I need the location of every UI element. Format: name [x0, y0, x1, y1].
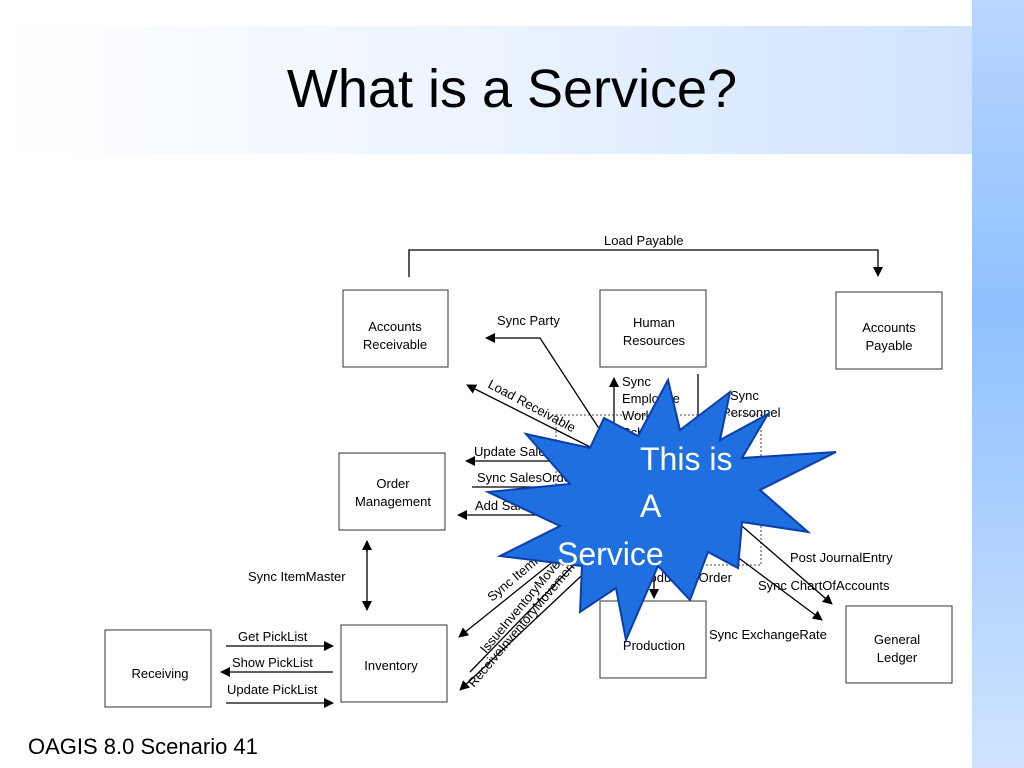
receive-inventory-flow: ReceiveInventoryMovement: [459, 557, 597, 691]
accounts-receivable-line1: Accounts: [368, 319, 422, 334]
box-human-resources: Human Resources: [599, 289, 707, 368]
starburst-shape: [484, 377, 837, 644]
post-journal-label: Post JournalEntry: [790, 550, 893, 565]
load-receivable-label: Load Receivable: [486, 376, 579, 435]
sync-exchange-label: Sync ExchangeRate: [709, 627, 827, 642]
callout-line1: This is: [640, 441, 732, 477]
sync-salesorder-label: Sync SalesOrder: [477, 470, 576, 485]
general-ledger-line1: General: [874, 632, 920, 647]
sync-chart-flow: Sync ChartOfAccounts: [727, 549, 890, 621]
sync-exchange-flow: Sync ExchangeRate: [709, 627, 827, 642]
box-general-ledger: General Ledger: [845, 605, 953, 684]
service-callout-starburst: This is A Service: [484, 377, 837, 644]
callout-line2: A: [640, 488, 662, 524]
sync-employee-l1: Sync: [622, 374, 651, 389]
get-picklist-flow: Get PickList: [226, 629, 334, 651]
slide-title: What is a Service?: [286, 59, 738, 119]
sync-party-label: Sync Party: [497, 313, 560, 328]
inventory-label: Inventory: [364, 658, 418, 673]
accounts-payable-line2: Payable: [866, 338, 913, 353]
post-journal-flow: Post JournalEntry: [734, 519, 893, 605]
accounts-receivable-line2: Receivable: [363, 337, 427, 352]
box-receiving: Receiving: [104, 629, 212, 708]
box-production: Production: [599, 600, 707, 679]
receiving-label: Receiving: [131, 666, 188, 681]
title-band: [0, 26, 972, 154]
callout-line3: Service: [557, 536, 664, 572]
order-management-line2: Management: [355, 494, 431, 509]
general-ledger-line2: Ledger: [877, 650, 918, 665]
sync-personnel-l1: Sync: [730, 388, 759, 403]
order-management-line1: Order: [376, 476, 410, 491]
get-picklist-label: Get PickList: [238, 629, 308, 644]
sync-party-flow: Sync Party: [485, 313, 601, 431]
update-picklist-label: Update PickList: [227, 682, 318, 697]
box-accounts-receivable: Accounts Receivable: [342, 289, 449, 368]
slide-footer: OAGIS 8.0 Scenario 41: [28, 734, 258, 759]
show-picklist-flow: Show PickList: [220, 655, 333, 677]
show-picklist-label: Show PickList: [232, 655, 313, 670]
box-accounts-payable: Accounts Payable: [835, 291, 943, 370]
load-payable-label: Load Payable: [604, 233, 684, 248]
sync-itemmaster-vertical-flow: Sync ItemMaster: [248, 540, 372, 611]
box-order-management: Order Management: [338, 452, 446, 531]
load-payable-flow: Load Payable: [408, 233, 883, 277]
human-resources-line2: Resources: [623, 333, 686, 348]
sync-itemmaster-vertical-label: Sync ItemMaster: [248, 569, 346, 584]
sync-chart-label: Sync ChartOfAccounts: [758, 578, 890, 593]
human-resources-line1: Human: [633, 315, 675, 330]
update-picklist-flow: Update PickList: [226, 682, 334, 708]
right-band: [972, 0, 1024, 768]
accounts-payable-line1: Accounts: [862, 320, 916, 335]
production-label: Production: [623, 638, 685, 653]
sync-personnel-l2: Personnel: [722, 405, 781, 420]
box-inventory: Inventory: [340, 624, 448, 703]
